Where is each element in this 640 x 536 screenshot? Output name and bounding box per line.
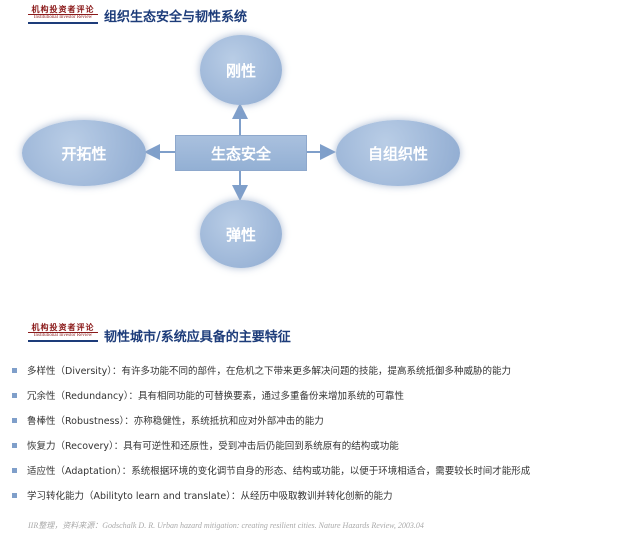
feature-text: 多样性（Diversity）：有许多功能不同的部件，在危机之下带来更多解决问题的…: [27, 366, 512, 377]
bullet-icon: [12, 368, 17, 373]
feature-text: 恢复力（Recovery）：具有可逆性和还原性，受到冲击后仍能回到系统原有的结构…: [27, 441, 399, 452]
feature-text: 鲁棒性（Robustness）：亦称稳健性，系统抵抗和应对外部冲击的能力: [27, 416, 324, 427]
list-item: 学习转化能力（Abilityto learn and translate）：从经…: [12, 488, 393, 502]
logo-2: 机构投资者评论 Institutional Investor Review: [28, 322, 98, 342]
circle-left: 开拓性: [22, 120, 146, 186]
logo-2-en: Institutional Investor Review: [28, 332, 98, 342]
section2-title: 韧性城市/系统应具备的主要特征: [104, 330, 291, 345]
bullet-icon: [12, 493, 17, 498]
list-item: 鲁棒性（Robustness）：亦称稳健性，系统抵抗和应对外部冲击的能力: [12, 413, 324, 427]
section1-title: 组织生态安全与韧性系统: [104, 10, 248, 25]
feature-text: 学习转化能力（Abilityto learn and translate）：从经…: [27, 491, 393, 502]
bullet-icon: [12, 418, 17, 423]
circle-right: 自组织性: [336, 120, 460, 186]
center-box: 生态安全: [175, 135, 307, 171]
resilience-diagram: 刚性 开拓性 自组织性 弹性 生态安全: [20, 35, 610, 285]
feature-text: 冗余性（Redundancy）：具有相同功能的可替换要素，通过多重备份来增加系统…: [27, 391, 405, 402]
circle-bottom: 弹性: [200, 200, 282, 268]
bullet-icon: [12, 443, 17, 448]
bullet-icon: [12, 393, 17, 398]
list-item: 冗余性（Redundancy）：具有相同功能的可替换要素，通过多重备份来增加系统…: [12, 388, 404, 402]
logo: 机构投资者评论 Institutional Investor Review: [28, 4, 98, 24]
feature-text: 适应性（Adaptation）：系统根据环境的变化调节自身的形态、结构或功能，以…: [27, 466, 531, 477]
source-note: IIR整理，资料来源：Godschalk D. R. Urban hazard …: [28, 521, 424, 530]
list-item: 恢复力（Recovery）：具有可逆性和还原性，受到冲击后仍能回到系统原有的结构…: [12, 438, 399, 452]
logo-en: Institutional Investor Review: [28, 14, 98, 24]
diagram-arrows: [144, 103, 336, 201]
list-item: 适应性（Adaptation）：系统根据环境的变化调节自身的形态、结构或功能，以…: [12, 463, 530, 477]
list-item: 多样性（Diversity）：有许多功能不同的部件，在危机之下带来更多解决问题的…: [12, 363, 511, 377]
bullet-icon: [12, 468, 17, 473]
logo-2-cn: 机构投资者评论: [31, 322, 95, 332]
logo-cn: 机构投资者评论: [31, 4, 95, 14]
circle-top: 刚性: [200, 35, 282, 105]
